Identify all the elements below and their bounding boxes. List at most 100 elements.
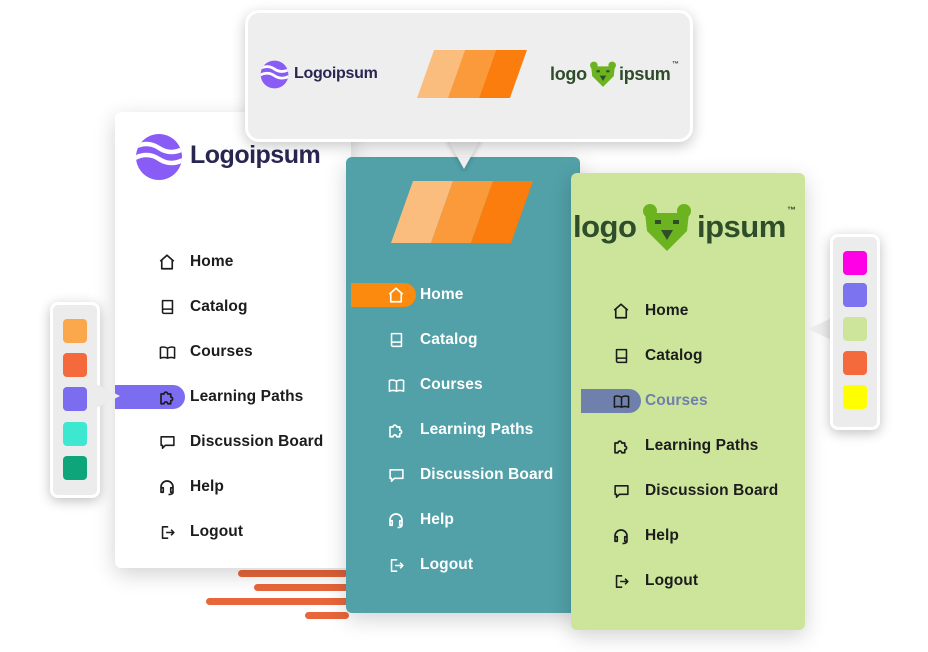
wave-logo-icon xyxy=(136,134,182,180)
menu-item-logout[interactable]: Logout xyxy=(115,520,351,544)
menu-item-courses[interactable]: Courses xyxy=(115,340,351,364)
menu-label: Learning Paths xyxy=(190,388,304,405)
sidebar-green-theme: logo ipsum ™ Home Catalog Courses Learni… xyxy=(571,173,805,630)
logout-icon xyxy=(611,571,631,591)
book-icon xyxy=(157,297,177,317)
sidebar-menu: Home Catalog Courses Learning Paths Disc… xyxy=(115,112,351,568)
menu-item-catalog[interactable]: Catalog xyxy=(346,328,580,352)
menu-label: Discussion Board xyxy=(190,433,324,450)
sidebar-menu: Home Catalog Courses Learning Paths Disc… xyxy=(571,173,805,630)
logo-text: Logoipsum xyxy=(294,65,378,82)
stripes-logo-option[interactable] xyxy=(416,50,528,98)
menu-label: Learning Paths xyxy=(645,437,759,454)
logo-text: Logoipsum xyxy=(190,141,321,169)
menu-item-learning-paths[interactable]: Learning Paths xyxy=(346,418,580,442)
menu-item-home[interactable]: Home xyxy=(115,250,351,274)
color-swatch[interactable] xyxy=(843,283,867,307)
open-book-icon xyxy=(386,375,406,395)
color-swatch[interactable] xyxy=(63,456,87,480)
menu-label: Catalog xyxy=(645,347,703,364)
menu-label: Help xyxy=(420,511,454,528)
menu-item-help[interactable]: Help xyxy=(571,524,805,548)
menu-label: Catalog xyxy=(190,298,248,315)
menu-label: Logout xyxy=(190,523,244,540)
menu-item-discussion-board[interactable]: Discussion Board xyxy=(115,430,351,454)
color-swatch[interactable] xyxy=(63,353,87,377)
bear-head-icon xyxy=(643,204,691,251)
menu-label: Discussion Board xyxy=(420,466,554,483)
active-indicator xyxy=(581,389,641,413)
open-book-icon xyxy=(611,391,631,411)
chat-bubble-icon xyxy=(386,465,406,485)
color-swatch[interactable] xyxy=(63,422,87,446)
decor-stripe xyxy=(305,612,349,619)
puzzle-icon xyxy=(611,436,631,456)
menu-label: Courses xyxy=(420,376,483,393)
decor-stripe xyxy=(254,584,349,591)
menu-label: Learning Paths xyxy=(420,421,534,438)
headset-icon xyxy=(157,477,177,497)
logoipsum-logo: Logoipsum xyxy=(135,132,335,182)
logo-text-left: logo xyxy=(573,209,637,244)
color-swatch[interactable] xyxy=(843,385,867,409)
menu-item-courses[interactable]: Courses xyxy=(571,389,805,413)
color-swatch[interactable] xyxy=(843,251,867,275)
bear-head-icon xyxy=(590,61,616,87)
home-icon xyxy=(386,285,406,305)
chat-bubble-icon xyxy=(157,432,177,452)
logo-text-left: logo xyxy=(550,64,587,84)
menu-item-learning-paths[interactable]: Learning Paths xyxy=(571,434,805,458)
logo-option-bear[interactable]: logo ipsum ™ xyxy=(550,61,685,95)
bear-logo: logo ipsum ™ xyxy=(573,203,801,253)
puzzle-icon xyxy=(386,420,406,440)
menu-item-logout[interactable]: Logout xyxy=(346,553,580,577)
decor-stripe xyxy=(238,570,348,577)
menu-item-learning-paths[interactable]: Learning Paths xyxy=(115,385,351,409)
menu-label: Logout xyxy=(420,556,474,573)
menu-item-logout[interactable]: Logout xyxy=(571,569,805,593)
color-palette-left xyxy=(50,302,100,498)
wave-logo-icon xyxy=(260,60,289,89)
menu-label: Help xyxy=(190,478,224,495)
active-indicator xyxy=(115,385,185,409)
logout-icon xyxy=(157,522,177,542)
trademark-mark: ™ xyxy=(672,61,679,68)
menu-item-help[interactable]: Help xyxy=(346,508,580,532)
menu-label: Catalog xyxy=(420,331,478,348)
headset-icon xyxy=(386,510,406,530)
menu-item-catalog[interactable]: Catalog xyxy=(571,344,805,368)
menu-item-home[interactable]: Home xyxy=(346,283,580,307)
palette-pointer xyxy=(96,384,120,408)
menu-item-catalog[interactable]: Catalog xyxy=(115,295,351,319)
menu-label: Courses xyxy=(190,343,253,360)
logout-icon xyxy=(386,555,406,575)
color-swatch[interactable] xyxy=(63,319,87,343)
menu-item-home[interactable]: Home xyxy=(571,299,805,323)
color-swatch-selected[interactable] xyxy=(63,387,87,411)
home-icon xyxy=(611,301,631,321)
home-icon xyxy=(157,252,177,272)
stripes-logo-icon xyxy=(391,181,533,243)
book-icon xyxy=(611,346,631,366)
trademark-mark: ™ xyxy=(787,205,796,215)
chat-bubble-icon xyxy=(611,481,631,501)
menu-item-discussion-board[interactable]: Discussion Board xyxy=(571,479,805,503)
color-swatch[interactable] xyxy=(843,351,867,375)
headset-icon xyxy=(611,526,631,546)
color-swatch-selected[interactable] xyxy=(843,317,867,341)
sidebar-menu: Home Catalog Courses Learning Paths Disc… xyxy=(346,157,580,613)
menu-label: Home xyxy=(645,302,689,319)
sidebar-white-theme: Logoipsum Home Catalog Courses Learning … xyxy=(115,112,351,568)
active-indicator xyxy=(351,283,416,307)
menu-item-discussion-board[interactable]: Discussion Board xyxy=(346,463,580,487)
open-book-icon xyxy=(157,342,177,362)
menu-item-courses[interactable]: Courses xyxy=(346,373,580,397)
menu-label: Home xyxy=(420,286,464,303)
menu-item-help[interactable]: Help xyxy=(115,475,351,499)
logo-option-logoipsum[interactable]: Logoipsum xyxy=(260,59,390,91)
menu-label: Courses xyxy=(645,392,708,409)
menu-label: Home xyxy=(190,253,234,270)
decor-stripe xyxy=(206,598,349,605)
logo-text-right: ipsum xyxy=(619,64,671,84)
color-palette-right xyxy=(830,234,880,430)
